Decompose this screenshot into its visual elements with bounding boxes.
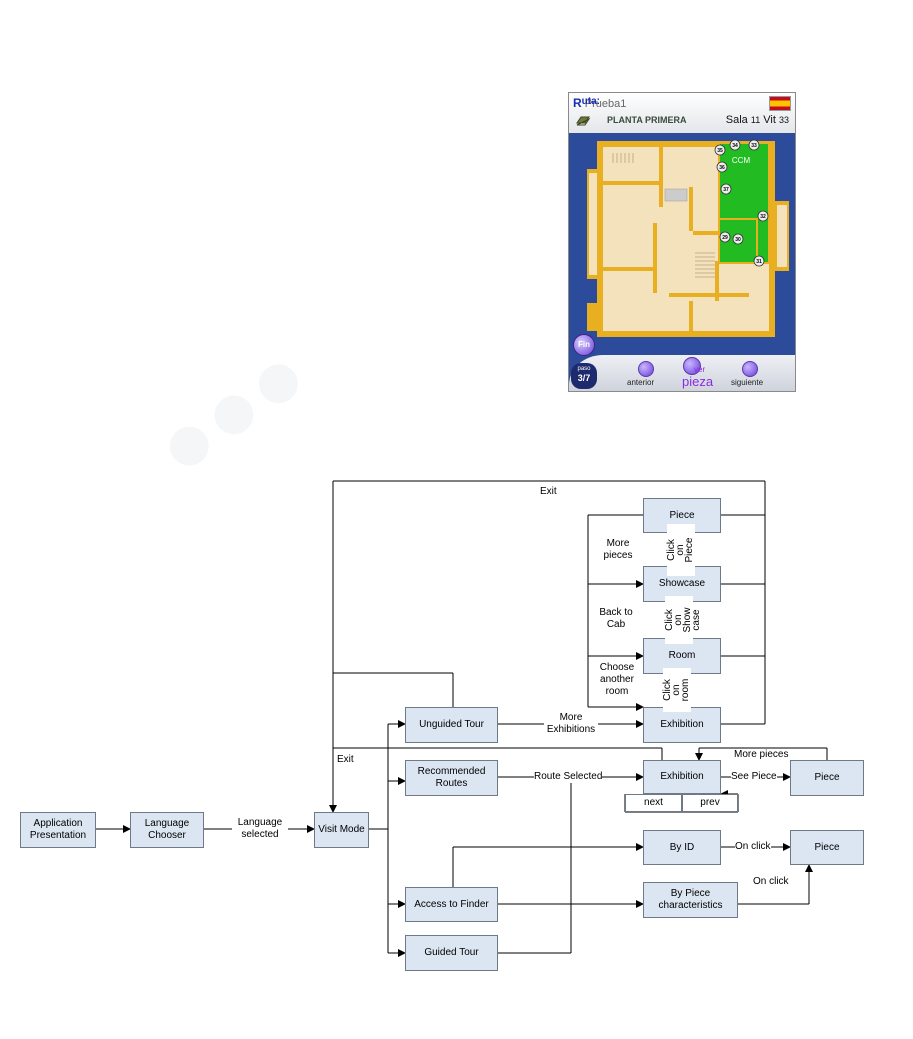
box-visit-mode: Visit Mode (314, 812, 369, 848)
label-click-on-piece: Click on Piece (666, 524, 695, 576)
ver-label[interactable]: ver (694, 365, 706, 374)
marker-30: 30 (732, 233, 744, 245)
box-application-presentation: Application Presentation (20, 812, 96, 848)
floor-map[interactable]: CCM 35 34 33 36 37 32 29 30 31 (569, 133, 795, 355)
marker-31: 31 (753, 255, 765, 267)
marker-29: 29 (719, 231, 731, 243)
box-unguided-tour: Unguided Tour (405, 707, 498, 743)
label-see-piece: See Piece (731, 771, 777, 783)
floor-name: PLANTA PRIMERA (607, 115, 687, 125)
route-value: Prueba1 (584, 98, 627, 110)
svg-text:35: 35 (717, 148, 723, 154)
box-recommended-routes: Recommended Routes (405, 760, 498, 796)
svg-text:37: 37 (723, 187, 729, 193)
label-route-selected: Route Selected (534, 771, 603, 783)
device-toolbar (569, 355, 795, 391)
marker-33: 33 (748, 139, 760, 151)
box-exhibition-top: Exhibition (643, 707, 721, 743)
box-prev: prev (682, 794, 738, 812)
label-back-to-cab: Back to Cab (599, 607, 633, 630)
route-label: uta: (581, 96, 601, 107)
box-exhibition-mid: Exhibition (643, 760, 721, 794)
floor-icon (576, 116, 591, 126)
label-exit-top: Exit (540, 486, 557, 497)
room-label: CCM (732, 156, 751, 165)
sala-value: 11 (750, 115, 761, 125)
paso-value: 3/7 (577, 373, 591, 383)
previous-arrow-icon[interactable] (638, 361, 654, 377)
sala-label: Sala (725, 114, 748, 126)
marker-37: 37 (720, 183, 732, 195)
box-language-chooser: Language Chooser (130, 812, 204, 848)
room-showcase-indicator: Sala 11 Vit 33 (726, 114, 789, 126)
view-piece-icon[interactable] (683, 357, 701, 375)
label-on-click-id: On click (735, 841, 771, 853)
step-indicator: paso 3/7 (571, 363, 597, 389)
label-choose-another-room: Choose another room (599, 662, 635, 697)
vit-value: 33 (778, 115, 789, 125)
box-access-to-finder: Access to Finder (405, 887, 498, 922)
label-more-exhibitions: More Exhibitions (544, 712, 598, 736)
label-click-on-show-case: Click on Show case (664, 596, 702, 644)
label-more-pieces-left: More pieces (603, 538, 633, 561)
label-on-click-characteristics: On click (753, 876, 789, 887)
box-guided-tour: Guided Tour (405, 935, 498, 971)
anterior-label[interactable]: anterior (627, 378, 655, 387)
siguiente-label[interactable]: siguiente (731, 378, 764, 387)
marker-36: 36 (716, 161, 728, 173)
paso-label: paso (577, 366, 591, 372)
svg-text:31: 31 (756, 259, 762, 265)
next-arrow-icon[interactable] (742, 361, 758, 377)
box-by-piece-characteristics: By Piece characteristics (643, 882, 738, 918)
fin-button[interactable]: Fin (573, 334, 595, 356)
box-next: next (625, 794, 682, 812)
label-click-on-room: Click on room (662, 668, 691, 712)
marker-32: 32 (757, 210, 769, 222)
marker-35: 35 (714, 144, 726, 156)
box-piece-mid: Piece (790, 760, 864, 796)
box-piece-bottom: Piece (790, 830, 864, 865)
svg-text:33: 33 (751, 143, 757, 149)
spain-flag-icon[interactable] (769, 96, 791, 111)
marker-34: 34 (729, 139, 741, 151)
label-exit-left: Exit (337, 754, 354, 765)
svg-text:32: 32 (760, 214, 766, 220)
svg-text:30: 30 (735, 237, 741, 243)
svg-text:36: 36 (719, 165, 725, 171)
svg-text:29: 29 (722, 235, 728, 241)
vit-label: Vit (763, 114, 776, 126)
label-more-pieces-right: More pieces (734, 749, 789, 761)
box-by-id: By ID (643, 830, 721, 865)
label-language-selected: Language selected (232, 817, 288, 841)
route-initial: R (573, 96, 582, 110)
pieza-label[interactable]: pieza (682, 374, 714, 389)
svg-text:34: 34 (732, 143, 738, 149)
